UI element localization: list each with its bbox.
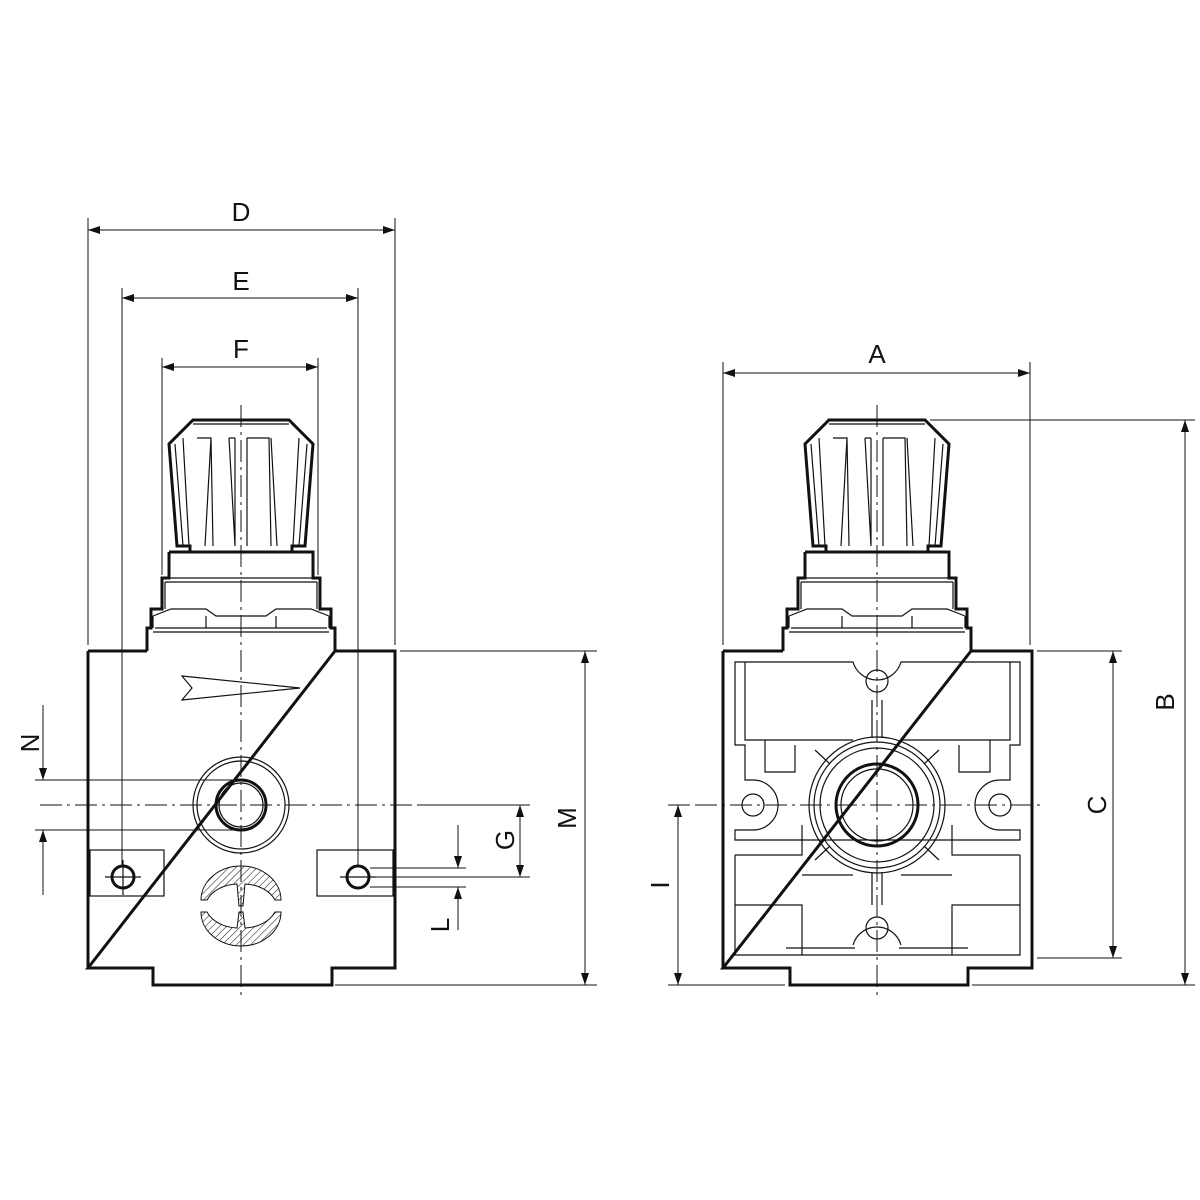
dim-label-d: D — [232, 197, 251, 227]
body-outline-front — [719, 649, 1034, 987]
dim-label-f: F — [233, 334, 249, 364]
dim-label-c: C — [1082, 796, 1112, 815]
dim-label-a: A — [868, 339, 886, 369]
gauge-port-section — [200, 865, 282, 947]
mounting-tab-left — [89, 849, 165, 897]
mounting-tab-right — [316, 849, 394, 897]
body-outline — [84, 649, 397, 987]
dim-label-i: I — [645, 881, 675, 888]
front-view — [695, 405, 1045, 998]
dim-label-g: G — [490, 830, 520, 850]
dim-label-l: L — [425, 918, 455, 932]
dim-label-m: M — [552, 807, 582, 829]
front-dimensions: A B C I — [645, 339, 1195, 986]
dim-label-n: N — [15, 734, 45, 753]
dim-label-e: E — [232, 266, 249, 296]
side-dimensions: D E F M N G L — [15, 197, 597, 986]
flow-arrow-icon — [180, 675, 301, 701]
dim-label-b: B — [1150, 693, 1180, 710]
side-view — [40, 405, 420, 998]
